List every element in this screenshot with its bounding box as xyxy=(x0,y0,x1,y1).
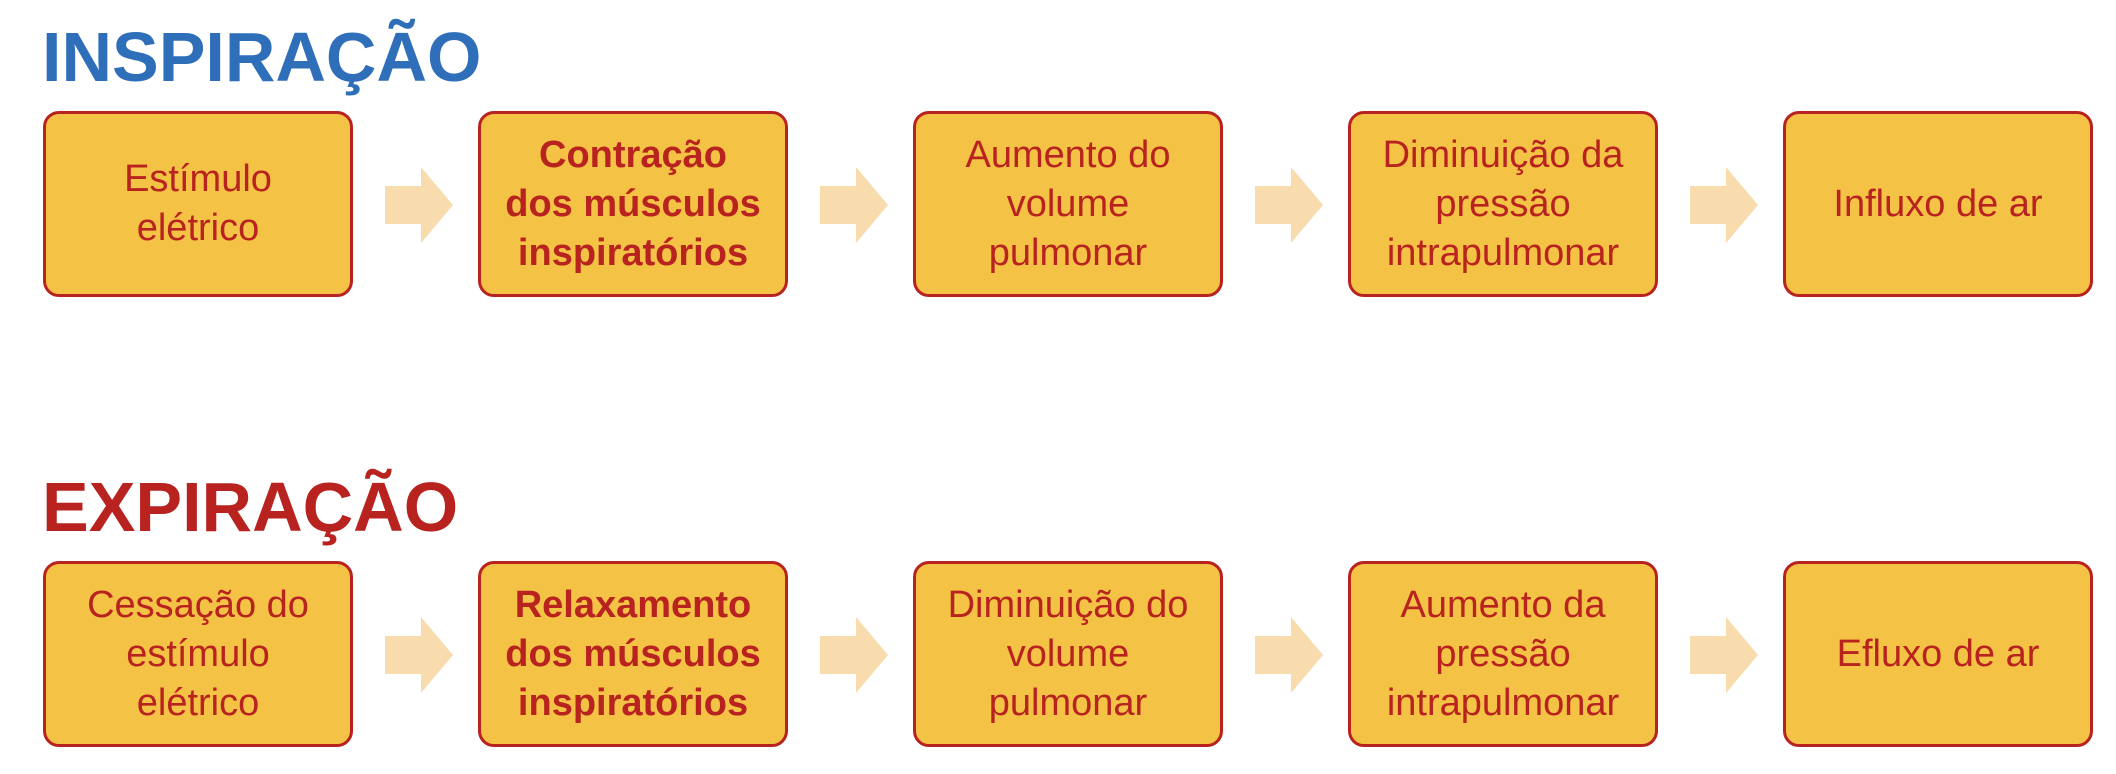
right-arrow-icon xyxy=(820,167,888,243)
step-line: intrapulmonar xyxy=(1386,681,1620,724)
step-line: Influxo de ar xyxy=(1833,182,2043,225)
right-arrow-icon xyxy=(820,617,888,693)
expiration-step-4: Aumento da pressão intrapulmonar xyxy=(1348,561,1658,747)
right-arrow-icon xyxy=(385,167,453,243)
expiration-step-5: Efluxo de ar xyxy=(1783,561,2093,747)
step-line: Aumento do xyxy=(965,133,1171,176)
step-line: estímulo xyxy=(126,632,270,675)
inspiration-step-5: Influxo de ar xyxy=(1783,111,2093,297)
step-line: inspiratórios xyxy=(517,231,749,274)
inspiration-flow: Estímulo elétrico Contração dos músculos in… xyxy=(0,111,2116,301)
step-line: pulmonar xyxy=(988,681,1148,724)
expiration-title: EXPIRAÇÃO xyxy=(42,468,459,546)
step-line: volume xyxy=(1006,182,1130,225)
expiration-step-3: Diminuição do volume pulmonar xyxy=(913,561,1223,747)
step-line: dos músculos xyxy=(505,182,761,225)
step-line: elétrico xyxy=(136,681,260,724)
step-line: dos músculos xyxy=(505,632,761,675)
step-line: Diminuição do xyxy=(947,583,1189,626)
step-line: Relaxamento xyxy=(514,583,752,626)
step-line: Diminuição da xyxy=(1382,133,1624,176)
inspiration-title: INSPIRAÇÃO xyxy=(42,18,482,96)
right-arrow-icon xyxy=(1255,167,1323,243)
inspiration-step-3: Aumento do volume pulmonar xyxy=(913,111,1223,297)
step-line: pulmonar xyxy=(988,231,1148,274)
step-line: Efluxo de ar xyxy=(1836,632,2040,675)
right-arrow-icon xyxy=(385,617,453,693)
inspiration-step-4: Diminuição da pressão intrapulmonar xyxy=(1348,111,1658,297)
step-line: Cessação do xyxy=(87,583,309,626)
step-line: Contração xyxy=(539,133,727,176)
expiration-flow: Cessação do estímulo elétrico Relaxamento d… xyxy=(0,561,2116,751)
step-line: volume xyxy=(1006,632,1130,675)
right-arrow-icon xyxy=(1690,167,1758,243)
right-arrow-icon xyxy=(1690,617,1758,693)
step-line: pressão xyxy=(1435,632,1571,675)
step-line: pressão xyxy=(1435,182,1571,225)
expiration-step-1: Cessação do estímulo elétrico xyxy=(43,561,353,747)
inspiration-step-2: Contração dos músculos inspiratórios xyxy=(478,111,788,297)
step-line: Estímulo xyxy=(124,158,272,200)
expiration-step-2: Relaxamento dos músculos inspiratórios xyxy=(478,561,788,747)
right-arrow-icon xyxy=(1255,617,1323,693)
step-line: inspiratórios xyxy=(517,681,749,724)
step-line: Aumento da xyxy=(1400,583,1606,626)
inspiration-step-1: Estímulo elétrico xyxy=(43,111,353,297)
step-line: elétrico xyxy=(136,207,260,249)
step-line: intrapulmonar xyxy=(1386,231,1620,274)
